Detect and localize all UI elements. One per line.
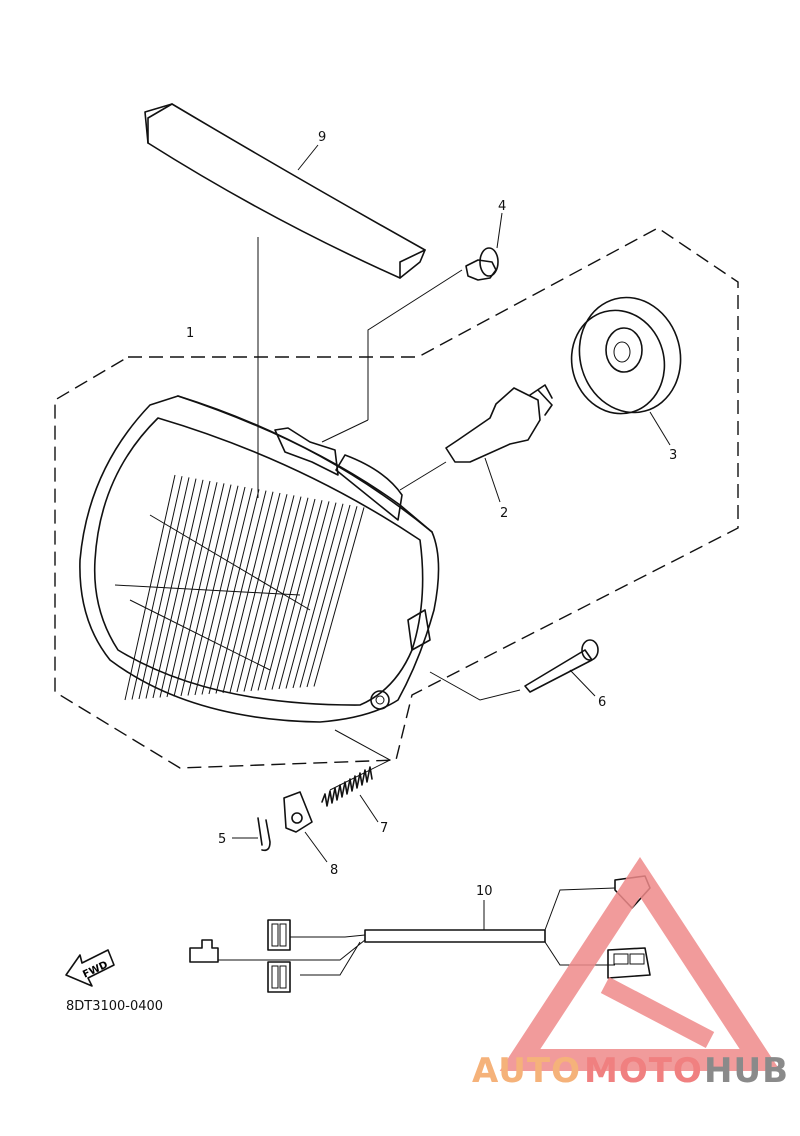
leader-8 — [304, 831, 328, 863]
callout-4: 4 — [498, 199, 506, 214]
part-bulb-cover — [570, 296, 682, 415]
callout-2: 2 — [500, 506, 508, 521]
callout-5: 5 — [218, 832, 226, 847]
fwd-arrow-icon: FWD — [65, 949, 115, 987]
part-spring — [321, 766, 373, 807]
callout-1: 1 — [186, 326, 194, 341]
leader-4 — [496, 212, 503, 249]
diagram-code: 8DT3100-0400 — [66, 999, 163, 1014]
leader-7a — [329, 729, 392, 791]
part-clip-5 — [257, 817, 271, 852]
watermark-hub: HUB — [704, 1051, 789, 1091]
callout-10: 10 — [476, 884, 493, 899]
leader-3 — [649, 411, 671, 446]
callout-6: 6 — [598, 695, 606, 710]
leader-6 — [569, 669, 596, 697]
leader-4a — [321, 419, 369, 443]
lens-pattern — [114, 474, 365, 701]
part-headlight-unit — [79, 395, 440, 723]
leader-2a — [399, 461, 447, 491]
part-bolt-6 — [524, 639, 599, 693]
part-screw-4 — [465, 247, 499, 281]
leader-7 — [359, 794, 379, 823]
callout-7: 7 — [380, 821, 388, 836]
assembly-boundary — [54, 227, 739, 769]
callout-9: 9 — [318, 130, 326, 145]
callout-8: 8 — [330, 863, 338, 878]
callout-3: 3 — [669, 448, 677, 463]
leader-9b — [297, 144, 319, 171]
watermark-logo — [499, 856, 781, 1071]
part-nut-clip — [283, 791, 313, 833]
part-visor — [144, 103, 426, 279]
leader-6b — [429, 671, 521, 701]
leader-2 — [484, 457, 501, 503]
fwd-label: FWD — [81, 960, 109, 981]
leader-4b — [367, 269, 463, 420]
part-harness — [189, 875, 651, 993]
watermark-auto: AUTO — [472, 1051, 581, 1091]
watermark-moto: MOTO — [584, 1051, 703, 1091]
part-bulb — [445, 384, 553, 463]
